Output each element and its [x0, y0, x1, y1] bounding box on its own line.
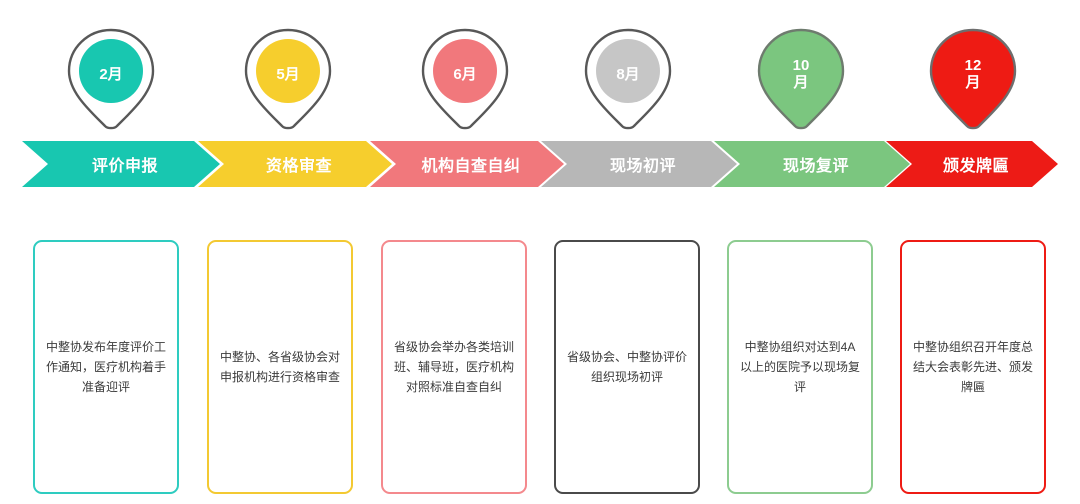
chevron-stage-3[interactable]: 机构自查自纠 — [370, 141, 564, 187]
card-description-text: 中整协、各省级协会对申报机构进行资格审查 — [220, 350, 341, 384]
chevron-stage-band: 评价申报 资格审查 机构自查自纠 现场初评 现场复评 颁发牌匾 — [0, 141, 1080, 189]
chevron-stage-5[interactable]: 现场复评 — [714, 141, 910, 187]
card-stage-4[interactable]: 省级协会、中整协评价组织现场初评 — [554, 240, 700, 494]
pin-marker-5[interactable]: 10 月 — [753, 26, 849, 134]
chevron-stage-label: 现场初评 — [609, 158, 676, 175]
pin-marker-row: 2月 5月 6月 8月 10 月 12 月 — [0, 26, 1080, 134]
chevron-stage-4[interactable]: 现场初评 — [541, 141, 737, 187]
chevron-stage-1[interactable]: 评价申报 — [22, 141, 220, 187]
chevron-stage-2[interactable]: 资格审查 — [198, 141, 392, 187]
chevron-stage-label: 现场复评 — [782, 158, 849, 175]
card-description-text: 省级协会、中整协评价组织现场初评 — [567, 350, 688, 384]
map-pin-icon — [421, 28, 509, 130]
pin-marker-2[interactable]: 5月 — [240, 26, 336, 134]
card-stage-5[interactable]: 中整协组织对达到4A以上的医院予以现场复评 — [727, 240, 873, 494]
pin-marker-1[interactable]: 2月 — [63, 26, 159, 134]
description-card-row: 中整协发布年度评价工作通知，医疗机构着手准备迎评 中整协、各省级协会对申报机构进行… — [0, 240, 1080, 496]
chevron-stage-label: 资格审查 — [265, 158, 332, 175]
map-pin-icon — [584, 28, 672, 130]
card-description-text: 中整协发布年度评价工作通知，医疗机构着手准备迎评 — [46, 340, 167, 394]
map-pin-icon — [244, 28, 332, 130]
chevron-stage-6[interactable]: 颁发牌匾 — [886, 141, 1058, 187]
map-pin-icon — [67, 28, 155, 130]
card-stage-1[interactable]: 中整协发布年度评价工作通知，医疗机构着手准备迎评 — [33, 240, 179, 494]
chevron-stage-label: 评价申报 — [91, 158, 158, 175]
chevron-stage-label: 颁发牌匾 — [942, 158, 1009, 175]
card-description-text: 省级协会举办各类培训班、辅导班，医疗机构对照标准自查自纠 — [394, 340, 515, 394]
map-pin-icon — [757, 28, 845, 130]
card-description-text: 中整协组织召开年度总结大会表彰先进、颁发牌匾 — [913, 340, 1034, 394]
card-stage-2[interactable]: 中整协、各省级协会对申报机构进行资格审查 — [207, 240, 353, 494]
map-pin-icon — [929, 28, 1017, 130]
chevron-stage-label: 机构自查自纠 — [421, 158, 521, 175]
card-description-text: 中整协组织对达到4A以上的医院予以现场复评 — [740, 340, 861, 394]
card-stage-3[interactable]: 省级协会举办各类培训班、辅导班，医疗机构对照标准自查自纠 — [381, 240, 527, 494]
pin-marker-4[interactable]: 8月 — [580, 26, 676, 134]
pin-marker-3[interactable]: 6月 — [417, 26, 513, 134]
pin-marker-6[interactable]: 12 月 — [925, 26, 1021, 134]
card-stage-6[interactable]: 中整协组织召开年度总结大会表彰先进、颁发牌匾 — [900, 240, 1046, 494]
